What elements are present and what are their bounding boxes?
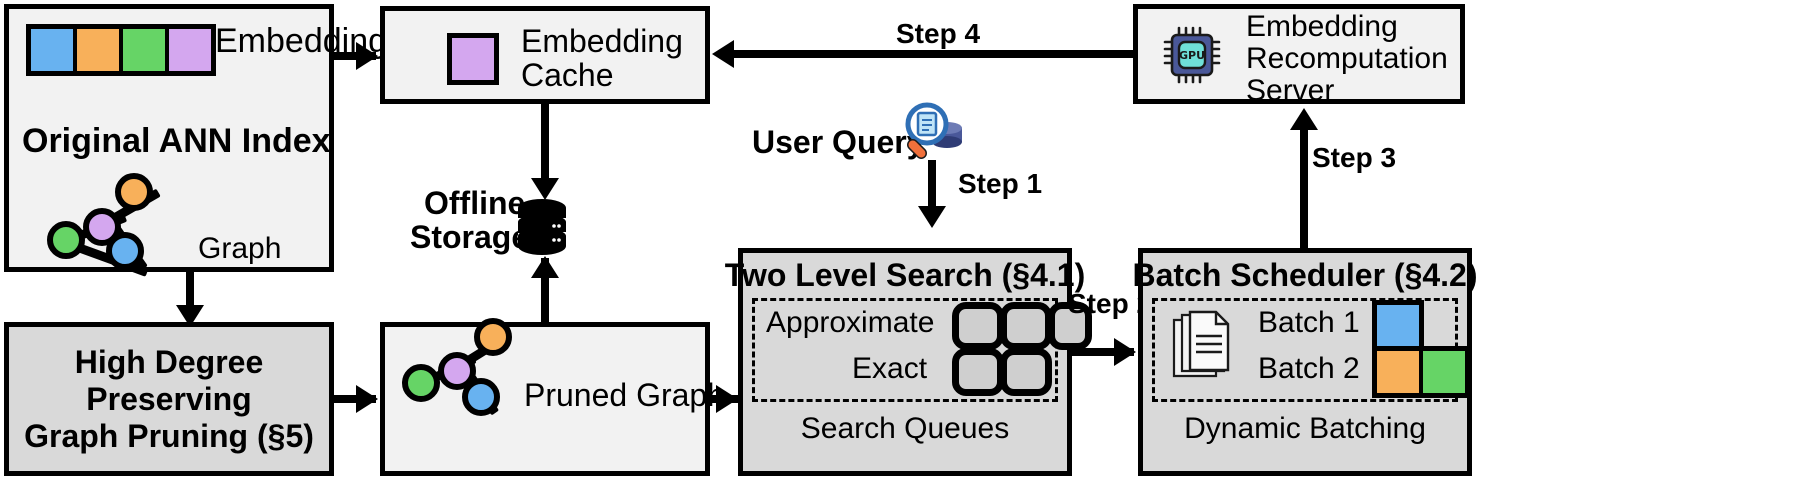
step1-label: Step 1	[958, 168, 1043, 199]
arrow-step2-line	[1072, 348, 1134, 356]
recomputation-server-line2: Recomputation	[1246, 42, 1448, 75]
search-queues-dashed-region	[752, 298, 1058, 402]
gpu-chip-icon: GPU	[1163, 26, 1221, 89]
graph-label: Graph	[198, 232, 282, 265]
batch-2-chip-orange	[1377, 351, 1419, 393]
arrow-pruned-to-storage-head	[531, 256, 559, 278]
batch-1-label: Batch 1	[1258, 306, 1360, 339]
graph-node-green	[47, 221, 85, 259]
arrow-step3-head	[1290, 108, 1318, 130]
pruned-graph-box	[380, 322, 710, 476]
embedding-cache-chip	[447, 33, 499, 85]
embedding-cache-box	[380, 6, 710, 104]
arrow-step3-line	[1300, 130, 1308, 248]
embedding-chip-purple	[165, 29, 211, 71]
user-query-label: User Query	[752, 124, 925, 160]
embedding-chip-green	[119, 29, 165, 71]
batch-2-label: Batch 2	[1258, 352, 1360, 385]
arrow-pruning-to-pruned-line	[334, 395, 376, 403]
arrow-step1-line	[928, 160, 936, 210]
arrow-step1-head	[918, 206, 946, 228]
step3-label: Step 3	[1312, 142, 1397, 173]
batch-1-chip-blue	[1377, 305, 1419, 347]
pruning-title-line2: Graph Pruning (§5)	[24, 417, 314, 454]
graph-node-orange	[115, 173, 153, 211]
recomputation-server-line3: Server	[1246, 74, 1335, 107]
batch-1-chips	[1372, 300, 1424, 352]
offline-storage-label-line1: Offline	[424, 185, 526, 221]
approximate-slot-2	[1000, 302, 1052, 350]
batch-2-chips	[1372, 346, 1470, 398]
graph-pruning-box: High Degree Preserving Graph Pruning (§5…	[4, 322, 334, 476]
embedding-chip-blue	[31, 29, 73, 71]
cache-chip-purple	[452, 38, 494, 80]
embedding-cache-title-line2: Cache	[521, 57, 614, 93]
original-ann-index-title: Original ANN Index	[22, 122, 331, 160]
graph-node-blue	[106, 232, 144, 270]
arrow-pruned-to-search-head	[716, 385, 738, 413]
database-cylinder-icon	[516, 198, 568, 263]
step4-label: Step 4	[896, 18, 981, 49]
gpu-icon-text: GPU	[1179, 49, 1205, 62]
approximate-slot-1	[952, 302, 1004, 350]
arrow-step4-head	[712, 40, 734, 68]
exact-row-label: Exact	[852, 352, 928, 385]
arrow-index-to-pruning-head	[176, 305, 204, 327]
arrow-pruning-to-pruned-head	[356, 385, 378, 413]
arrow-pruned-to-storage-line	[541, 258, 549, 324]
pruned-graph-label: Pruned Graph	[524, 377, 726, 413]
arrow-cache-to-storage-head	[531, 178, 559, 200]
arrow-index-to-cache-head	[356, 42, 378, 70]
batch-scheduler-title: Batch Scheduler (§4.2)	[1132, 257, 1478, 293]
approximate-slot-3	[1048, 302, 1092, 350]
embedding-cache-title-line1: Embedding	[521, 23, 683, 59]
dynamic-batching-footer: Dynamic Batching	[1184, 412, 1426, 445]
pruned-node-blue	[462, 378, 500, 416]
embedding-chips	[26, 24, 216, 76]
batch-2-chip-green	[1419, 351, 1465, 393]
arrow-cache-to-storage-line	[541, 104, 549, 182]
pruned-node-orange	[474, 318, 512, 356]
pruning-title-line1: High Degree Preserving	[74, 343, 264, 417]
graph-node-purple	[83, 208, 121, 246]
arrow-index-to-pruning-line	[186, 272, 194, 308]
exact-slot-1	[952, 348, 1004, 396]
exact-slot-2	[1000, 348, 1052, 396]
arrow-step4-line	[730, 50, 1136, 58]
recomputation-server-line1: Embedding	[1246, 10, 1398, 43]
embedding-chip-orange	[73, 29, 119, 71]
pruned-node-green	[402, 364, 440, 402]
offline-storage-label-line2: Storage	[410, 219, 530, 255]
arrow-step2-head	[1114, 338, 1136, 366]
documents-stack-icon	[1170, 310, 1232, 387]
arrow-index-to-cache-line	[334, 52, 376, 60]
two-level-search-title: Two Level Search (§4.1)	[724, 257, 1086, 293]
approximate-row-label: Approximate	[766, 306, 935, 339]
magnifier-database-icon	[900, 100, 966, 175]
search-queues-footer: Search Queues	[800, 412, 1010, 445]
